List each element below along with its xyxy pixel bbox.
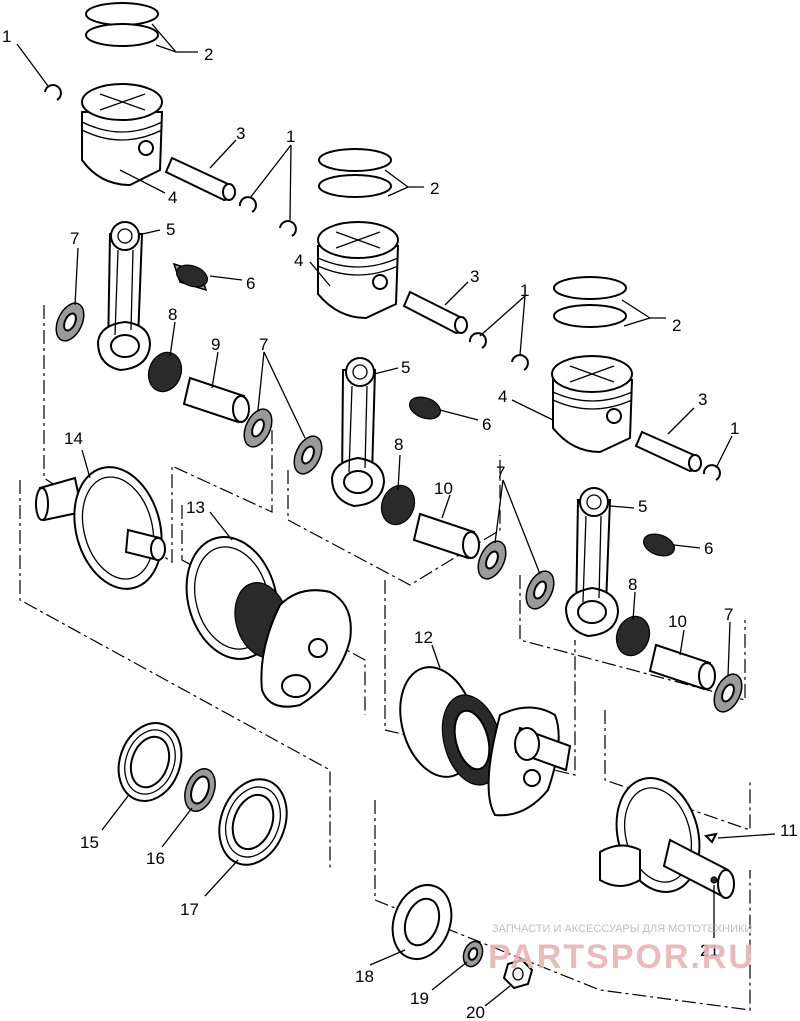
callout-18: 18 bbox=[355, 967, 374, 986]
watermark-tagline: ЗАПЧАСТИ И АКСЕССУАРЫ ДЛЯ МОТОТЕХНИКИ bbox=[492, 923, 752, 935]
callout-4: 4 bbox=[498, 387, 507, 406]
crank-end-section-21 bbox=[599, 777, 735, 899]
callout-7: 7 bbox=[259, 335, 268, 354]
callout-6: 6 bbox=[704, 539, 713, 558]
callout-12: 12 bbox=[414, 628, 433, 647]
callout-2: 2 bbox=[430, 179, 439, 198]
callout-9: 9 bbox=[211, 335, 220, 354]
crank-end-section-14 bbox=[35, 466, 166, 590]
callout-19: 19 bbox=[410, 989, 429, 1008]
callout-16: 16 bbox=[146, 849, 165, 868]
callout-5: 5 bbox=[638, 497, 647, 516]
callout-3: 3 bbox=[470, 267, 479, 286]
callout-15: 15 bbox=[80, 833, 99, 852]
washer-19 bbox=[462, 940, 484, 968]
callout-1: 1 bbox=[520, 281, 529, 300]
callout-4: 4 bbox=[294, 251, 303, 270]
callout-2: 2 bbox=[672, 316, 681, 335]
piston-group-1 bbox=[44, 2, 257, 213]
piston-group-3 bbox=[511, 276, 721, 481]
watermark: ЗАПЧАСТИ И АКСЕССУАРЫ ДЛЯ МОТОТЕХНИКИ PA… bbox=[488, 923, 755, 976]
nut-20 bbox=[502, 958, 534, 990]
callout-1: 1 bbox=[730, 419, 739, 438]
callout-3: 3 bbox=[698, 390, 707, 409]
callout-labels: 1 2 3 4 1 2 5 7 4 6 3 1 2 8 9 7 5 4 3 6 … bbox=[2, 27, 798, 1021]
callout-7: 7 bbox=[496, 463, 505, 482]
watermark-brand: PARTSPOR.RU bbox=[488, 938, 755, 976]
callout-20: 20 bbox=[466, 1003, 485, 1021]
callout-8: 8 bbox=[168, 305, 177, 324]
main-bearing-18 bbox=[391, 884, 453, 960]
needle-bearings bbox=[147, 262, 676, 657]
callout-13: 13 bbox=[186, 498, 205, 517]
connecting-rod-2 bbox=[330, 357, 386, 508]
callout-3: 3 bbox=[236, 124, 245, 143]
callout-4: 4 bbox=[168, 188, 177, 207]
callout-2: 2 bbox=[204, 45, 213, 64]
callout-6: 6 bbox=[246, 274, 255, 293]
callout-21: 21 bbox=[700, 941, 719, 960]
main-bearing-15 bbox=[117, 722, 183, 802]
connecting-rod-1 bbox=[96, 221, 152, 372]
center-crank-section-12 bbox=[399, 666, 572, 817]
callout-5: 5 bbox=[401, 358, 410, 377]
callout-10: 10 bbox=[434, 479, 453, 498]
callout-8: 8 bbox=[628, 575, 637, 594]
callout-14: 14 bbox=[64, 429, 83, 448]
crank-pins bbox=[182, 376, 716, 691]
connecting-rod-3 bbox=[564, 487, 620, 638]
thrust-washers bbox=[55, 302, 743, 713]
callout-7: 7 bbox=[724, 605, 733, 624]
callout-7: 7 bbox=[70, 229, 79, 248]
callout-6: 6 bbox=[482, 415, 491, 434]
assembly-boundaries bbox=[19, 305, 751, 1011]
callout-5: 5 bbox=[166, 220, 175, 239]
callout-8: 8 bbox=[394, 435, 403, 454]
callout-17: 17 bbox=[180, 900, 199, 919]
callout-11: 11 bbox=[780, 821, 798, 840]
piston-group-2 bbox=[279, 148, 487, 349]
callout-1: 1 bbox=[2, 27, 11, 46]
leader-lines bbox=[16, 23, 776, 1007]
seal-ring-16 bbox=[184, 768, 216, 812]
main-bearing-17 bbox=[218, 778, 288, 866]
center-crank-section-13 bbox=[185, 536, 352, 708]
callout-10: 10 bbox=[668, 612, 687, 631]
callout-1: 1 bbox=[286, 127, 295, 146]
